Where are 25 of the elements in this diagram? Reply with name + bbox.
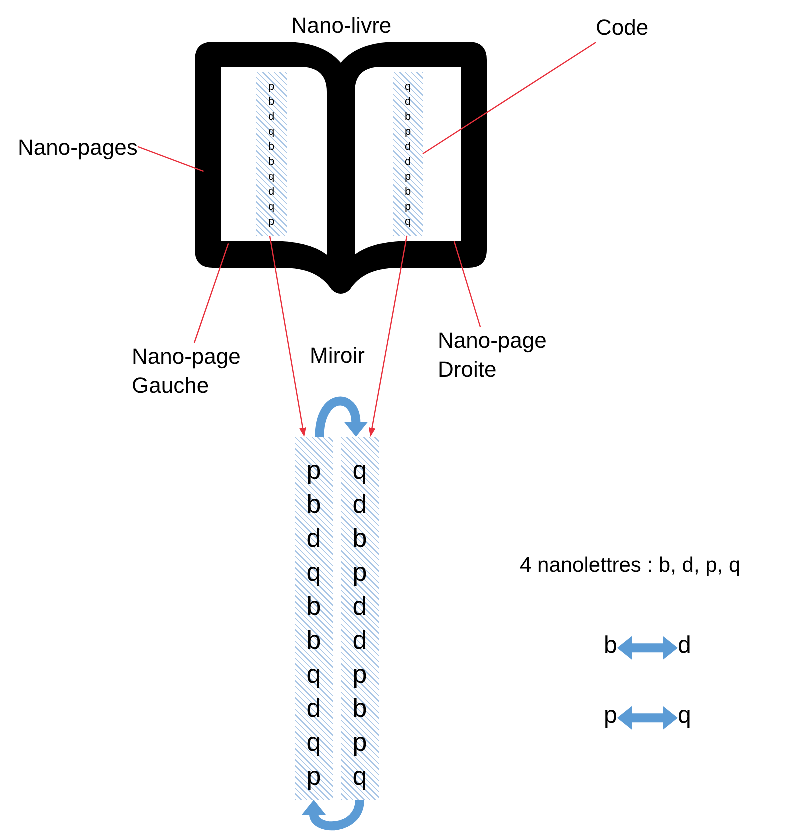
callout-label: Nano-page Droite xyxy=(438,327,563,384)
arrow xyxy=(269,236,306,437)
callout-label: Nano-page Gauche xyxy=(132,343,257,400)
caption-text: Miroir xyxy=(310,342,365,370)
letter-strip: q d b p d d p b p q xyxy=(393,72,423,236)
letter-strip: q d b p d d p b p q xyxy=(341,437,379,800)
letter-label: d xyxy=(678,632,692,661)
note-text: 4 nanolettres : b, d, p, q xyxy=(520,553,741,579)
leader-line xyxy=(138,146,204,172)
letter-strip: p b d q b b q d q p xyxy=(295,437,333,800)
double-arrow xyxy=(617,706,678,730)
double-arrow xyxy=(617,636,678,660)
letter-label: b xyxy=(604,632,618,661)
leader-line xyxy=(454,242,482,328)
letter-label: p xyxy=(604,702,618,731)
arrow xyxy=(368,236,408,437)
book-title: Nano-livre xyxy=(291,12,392,40)
callout-label: Nano-pages xyxy=(18,134,138,163)
curved-arrow xyxy=(315,396,368,438)
curved-arrow xyxy=(302,799,364,831)
leader-line xyxy=(422,42,596,154)
letter-strip: p b d q b b q d q p xyxy=(256,72,287,236)
callout-label: Code xyxy=(596,14,649,43)
letter-label: q xyxy=(678,702,692,731)
leader-line xyxy=(194,243,230,344)
